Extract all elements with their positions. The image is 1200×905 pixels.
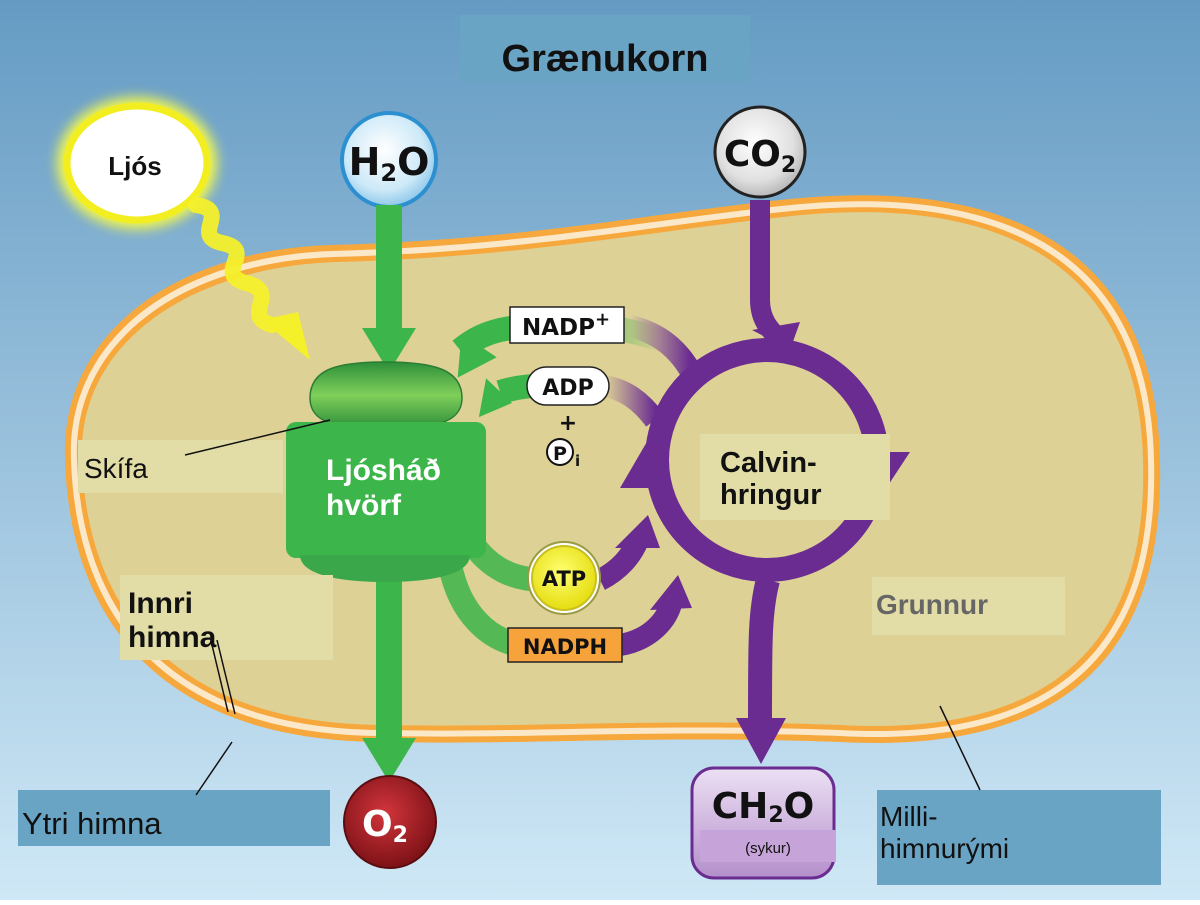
inner-membrane-line2: himna	[128, 621, 217, 654]
nadp-purple-arc	[627, 315, 700, 376]
adp-return-arrowhead	[478, 378, 513, 418]
nadph-box	[507, 627, 623, 663]
inner-membrane-leader-b	[211, 644, 229, 713]
stroma-label: Grunnur	[876, 589, 988, 620]
co2-arrowhead	[752, 322, 800, 350]
water-arrowhead	[362, 328, 416, 372]
adp-pill	[526, 366, 610, 406]
sugar-arrow-shaft	[748, 576, 780, 721]
intermembrane-line2: himnurými	[880, 833, 1009, 864]
outer-membrane-label: Ytri himna	[22, 806, 162, 841]
water-arrow-shaft	[376, 205, 402, 330]
outer-membrane-leader	[195, 741, 233, 796]
nadp-label: NADP+	[522, 309, 610, 341]
sugar-formula: CH2O	[712, 786, 814, 828]
light-arrowhead	[262, 312, 310, 360]
nadph-in-arrowhead	[650, 575, 692, 610]
sugar-arrowhead	[736, 718, 786, 764]
co2-molecule	[713, 105, 807, 199]
calvin-line2: hringur	[720, 479, 822, 511]
page-title: Grænukorn	[502, 38, 709, 80]
nadph-label: NADPH	[523, 635, 607, 659]
light-label: Ljós	[108, 151, 161, 181]
thylakoid-label-box	[78, 440, 283, 493]
inner-membrane-leader-a	[216, 639, 236, 715]
thylakoid-disc-bottom	[300, 555, 470, 582]
intermembrane-line1: Milli-	[880, 801, 938, 832]
oxygen-arrowhead	[362, 738, 416, 782]
thylakoid-disc-top	[309, 361, 463, 429]
title-box	[460, 15, 750, 83]
plus-sign: +	[559, 411, 577, 436]
thylakoid-label: Skífa	[84, 453, 148, 484]
calvin-arrow-left	[620, 440, 665, 488]
calvin-label-box	[700, 434, 890, 520]
light-source	[63, 102, 211, 224]
inner-membrane-line1: Innri	[128, 587, 193, 620]
oxygen-label: O2	[362, 804, 408, 848]
atp-in-arrowhead	[615, 515, 660, 548]
light-reactions-box	[286, 422, 486, 558]
sugar-note-box	[700, 830, 836, 862]
co2-label: CO2	[724, 134, 796, 178]
light-reactions-line2: hvörf	[326, 489, 402, 522]
adp-label: ADP	[542, 376, 593, 401]
sugar-note: (sykur)	[745, 840, 791, 857]
nadp-box	[509, 306, 625, 344]
outer-membrane-label-box	[18, 790, 330, 846]
light-reactions-line1: Ljósháð	[326, 454, 441, 487]
intermembrane-label-box	[877, 790, 1161, 885]
oxygen-arrow-shaft	[376, 580, 402, 740]
nadp-return-arrowhead	[457, 333, 497, 378]
intermembrane-leader	[939, 705, 981, 791]
atp-circle	[531, 545, 597, 611]
inner-membrane-label-box	[120, 575, 333, 660]
thylakoid-leader-line	[184, 419, 331, 456]
oxygen-molecule	[343, 775, 437, 869]
phosphate-subscript: i	[575, 452, 580, 470]
adp-purple-arc	[602, 375, 664, 427]
phosphate-circle	[546, 438, 574, 466]
light-ray	[188, 197, 280, 333]
stroma-label-box	[872, 577, 1065, 635]
phosphate-letter: P	[553, 443, 567, 465]
water-label: H2O	[349, 140, 430, 187]
atp-label: ATP	[542, 567, 586, 591]
calvin-line1: Calvin-	[720, 447, 817, 479]
